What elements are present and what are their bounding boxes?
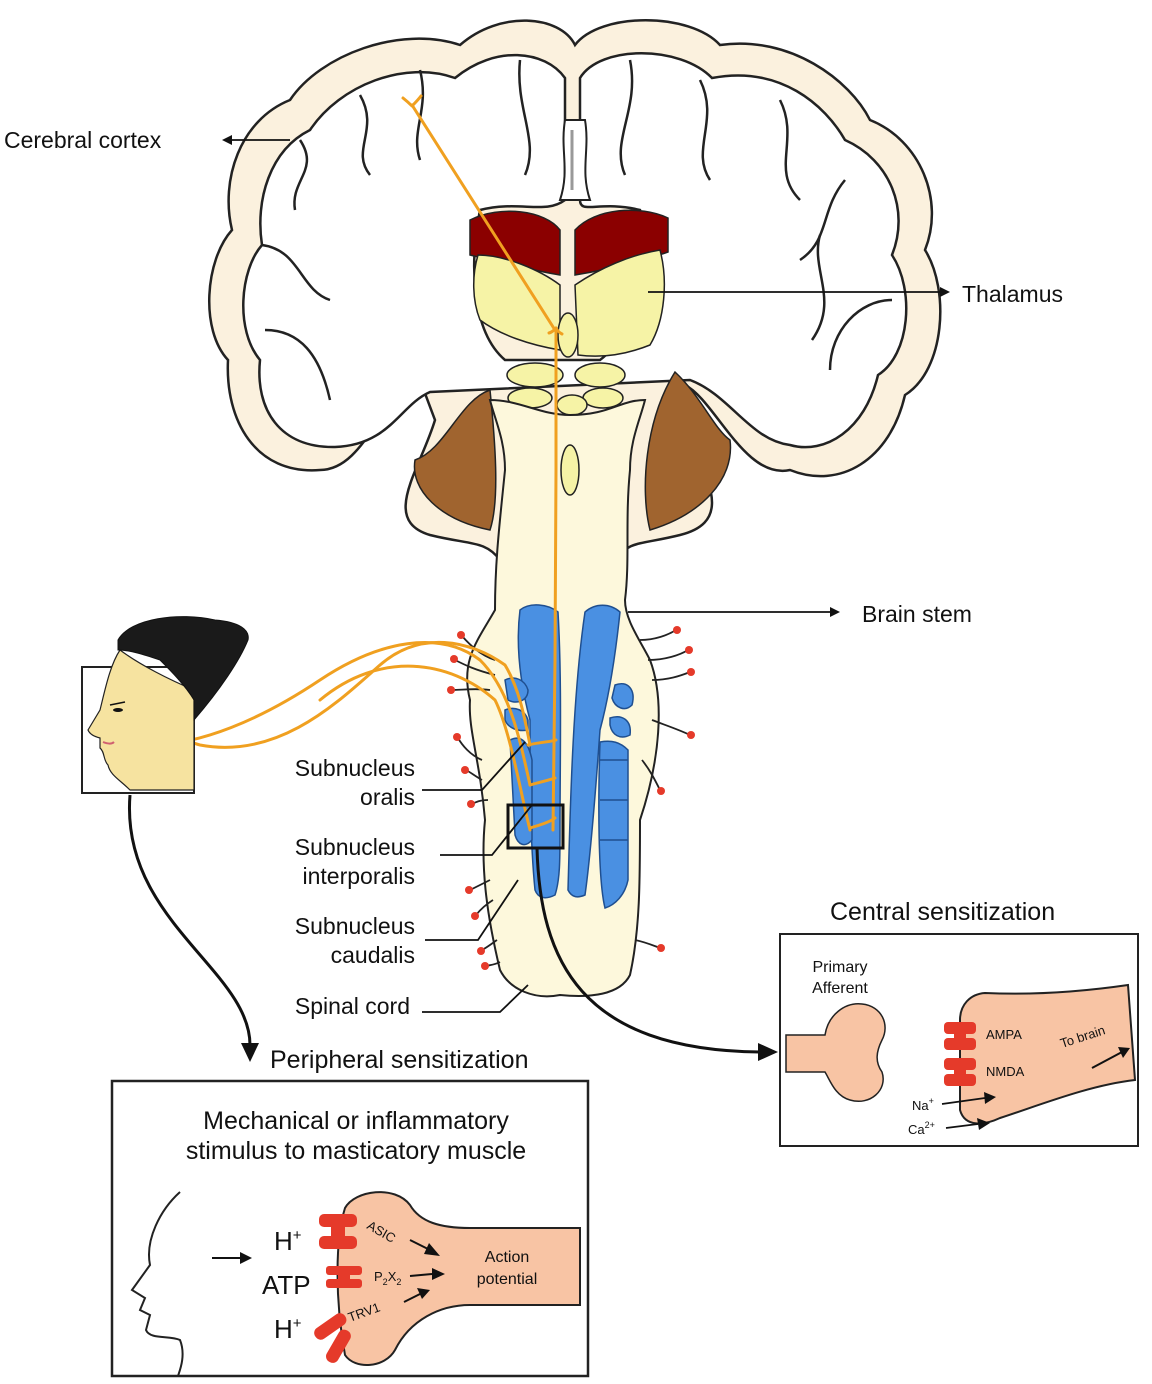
face-illustration bbox=[81, 616, 249, 794]
stimulus-text-2: stimulus to masticatory muscle bbox=[186, 1137, 526, 1165]
arrow-to-peripheral bbox=[128, 794, 252, 1046]
nmda-label: NMDA bbox=[986, 1064, 1025, 1079]
ca-influx-arrow bbox=[945, 1123, 979, 1129]
temporal-lobe-right bbox=[644, 370, 732, 531]
temporal-lobe-left bbox=[413, 388, 497, 531]
label-subnucleus-caudalis-1: Subnucleus bbox=[295, 913, 415, 939]
arrow-to-central-head bbox=[758, 1043, 778, 1061]
postsynaptic-neuron bbox=[959, 983, 1137, 1125]
label-subnucleus-caudalis-2: caudalis bbox=[331, 942, 415, 968]
arrowheads bbox=[222, 135, 950, 617]
to-brain-arrow bbox=[1091, 1051, 1123, 1069]
label-cerebral-cortex: Cerebral cortex bbox=[4, 127, 162, 153]
peripheral-title: Peripheral sensitization bbox=[270, 1046, 528, 1074]
ampa-label: AMPA bbox=[986, 1027, 1022, 1042]
arrow-to-peripheral-head bbox=[241, 1043, 259, 1062]
trigeminal-nuclei bbox=[504, 604, 634, 909]
asic-channel bbox=[319, 1214, 357, 1249]
trv1-channel bbox=[314, 1313, 351, 1363]
leader-lines bbox=[228, 139, 945, 1013]
ca-ion-label: Ca2+ bbox=[908, 1120, 935, 1137]
label-subnucleus-oralis-2: oralis bbox=[360, 784, 415, 810]
p2x2-channel bbox=[326, 1266, 362, 1288]
label-subnucleus-oralis-1: Subnucleus bbox=[295, 755, 415, 781]
primary-afferent-label-2: Afferent bbox=[812, 980, 868, 997]
trv1-arrow bbox=[403, 1293, 421, 1303]
caudalis-highlight-box bbox=[506, 803, 565, 850]
action-potential-label-2: potential bbox=[477, 1271, 538, 1288]
hair bbox=[117, 616, 249, 722]
na-ion-label: Na+ bbox=[912, 1096, 934, 1113]
nerve-root-tips bbox=[447, 626, 695, 970]
p2x2-arrow bbox=[409, 1273, 433, 1277]
action-potential-label-1: Action bbox=[485, 1249, 529, 1266]
label-spinal-cord: Spinal cord bbox=[295, 993, 410, 1019]
label-subnucleus-interpolaris-1: Subnucleus bbox=[295, 834, 415, 860]
stimulus-text-1: Mechanical or inflammatory bbox=[203, 1107, 509, 1135]
na-influx-arrow bbox=[941, 1097, 986, 1105]
primary-afferent-terminal bbox=[785, 1003, 886, 1103]
nmda-receptor bbox=[944, 1058, 976, 1086]
primary-afferent-label-1: Primary bbox=[812, 959, 867, 976]
head-profile-outline bbox=[130, 1191, 184, 1377]
label-subnucleus-interpolaris-2: interporalis bbox=[303, 863, 416, 889]
nociceptor-terminal bbox=[336, 1191, 581, 1367]
arrow-to-central bbox=[535, 847, 761, 1054]
thalamus-right bbox=[574, 249, 666, 357]
p2x2-label: P2X2 bbox=[374, 1269, 401, 1287]
h-ion-label-2: H+ bbox=[274, 1314, 302, 1344]
thalamus-structure bbox=[469, 209, 669, 416]
label-thalamus: Thalamus bbox=[962, 281, 1063, 307]
thalamus-left bbox=[472, 254, 561, 351]
central-sensitization-panel: Central sensitization Primary Afferent A… bbox=[779, 898, 1139, 1147]
atp-label: ATP bbox=[262, 1270, 311, 1300]
ampa-receptor bbox=[944, 1022, 976, 1050]
label-brain-stem: Brain stem bbox=[862, 601, 972, 627]
h-ion-label-1: H+ bbox=[274, 1226, 302, 1256]
central-title: Central sensitization bbox=[830, 898, 1055, 926]
peripheral-sensitization-panel: Peripheral sensitization Mechanical or i… bbox=[110, 1046, 590, 1378]
